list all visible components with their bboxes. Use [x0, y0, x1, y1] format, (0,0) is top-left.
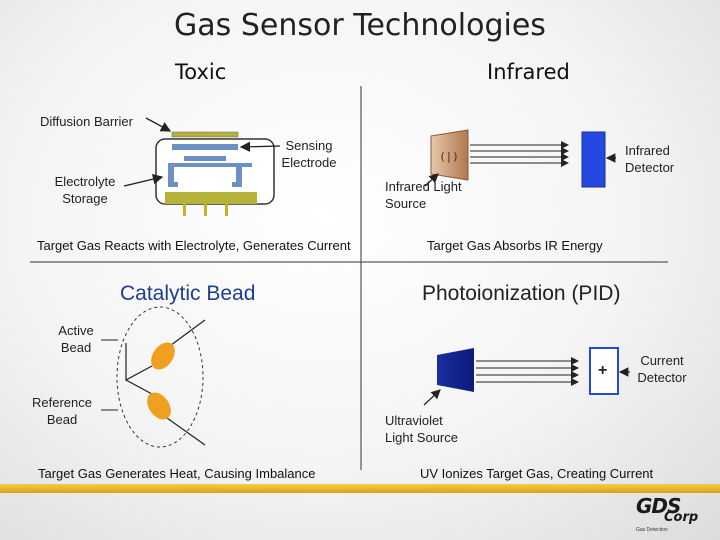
diffusion-barrier-arrow [145, 117, 172, 132]
infrared-source-arrow [424, 173, 439, 187]
catalytic-caption: Target Gas Generates Heat, Causing Imbal… [38, 466, 316, 481]
catalytic-wires [125, 319, 206, 446]
logo-suffix: Corp [664, 510, 699, 525]
electrolyte-arrow [123, 174, 164, 187]
counter-electrode-plate [184, 156, 226, 161]
bead-housing [116, 306, 204, 448]
sensing-electrode-plate [172, 144, 238, 150]
electrochemical-cell [155, 131, 275, 216]
footer-bar [0, 484, 720, 493]
gds-corp-logo: GDS Corp Gas Detection [630, 494, 710, 536]
slide-title: Gas Sensor Technologies [174, 8, 546, 43]
sensing-electrode-label: Sensing Electrode [281, 138, 337, 170]
infrared-beams [470, 141, 569, 167]
uv-light-source-label: Ultraviolet Light Source [385, 413, 458, 445]
plus-symbol: + [598, 362, 608, 379]
diffusion-barrier-label: Diffusion Barrier [40, 114, 133, 129]
reference-bead-label: Reference Bead [32, 395, 92, 427]
svg-text:(|): (|) [439, 150, 459, 163]
catalytic-bead-heading: Catalytic Bead [120, 282, 256, 305]
current-detector-electrode [589, 347, 619, 395]
infrared-detector-block [581, 131, 606, 188]
sensing-electrode-arrow [239, 141, 281, 152]
active-bead-shape [151, 342, 175, 370]
pid-heading: Photoionization (PID) [422, 282, 621, 305]
reference-bead-shape [147, 392, 171, 420]
logo-tagline: Gas Detection [636, 527, 668, 533]
logo-name: GDS [636, 494, 681, 518]
uv-beams [476, 357, 579, 386]
diffusion-barrier-membrane [171, 131, 239, 138]
electrolyte-reservoir [165, 192, 257, 204]
pid-caption: UV Ionizes Target Gas, Creating Current [420, 466, 654, 481]
infrared-heading: Infrared [487, 60, 570, 84]
current-detector-label: Current Detector [637, 353, 687, 385]
toxic-heading: Toxic [175, 60, 227, 84]
active-bead-label: Active Bead [58, 323, 94, 355]
electrolyte-storage-label: Electrolyte Storage [54, 174, 116, 206]
toxic-caption: Target Gas Reacts with Electrolyte, Gene… [37, 238, 351, 253]
infrared-caption: Target Gas Absorbs IR Energy [427, 238, 603, 253]
infrared-light-source-label: Infrared Light Source [385, 179, 462, 211]
infrared-detector-label: Infrared Detector [625, 143, 675, 175]
infrared-light-source-icon: (|) [430, 129, 469, 181]
uv-source-arrow [423, 389, 441, 406]
uv-lamp-shape [437, 348, 474, 392]
